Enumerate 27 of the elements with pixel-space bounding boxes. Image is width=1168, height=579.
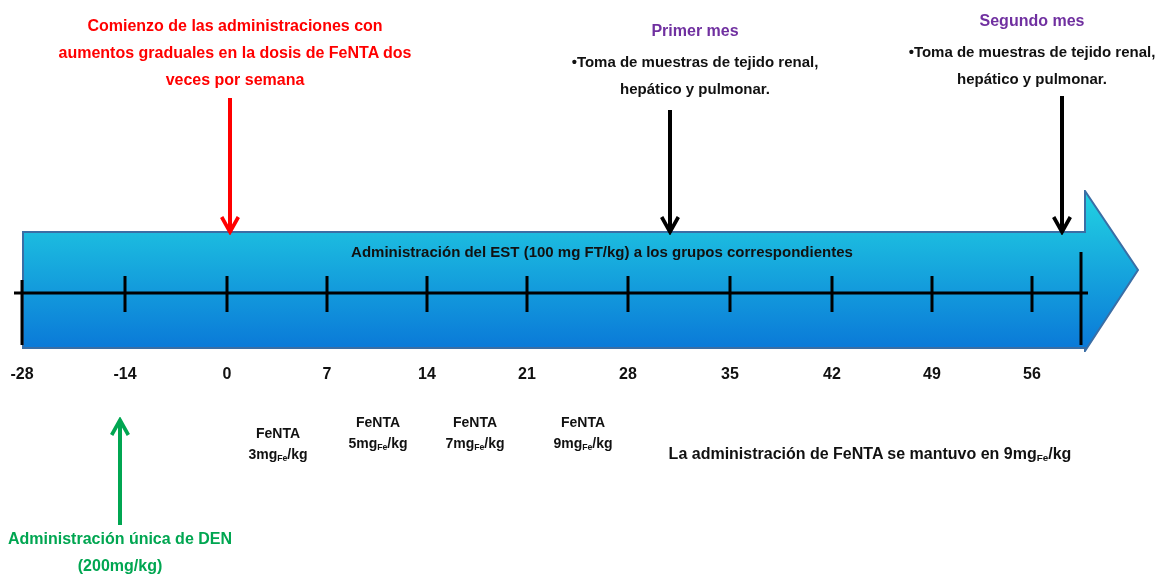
tick-label: 56: [1023, 364, 1041, 384]
dose-label: FeNTA 9mg$_{Fe}$/kg: [552, 413, 614, 454]
month-heading: Segundo mes: [979, 11, 1085, 31]
sampling-note: •Toma de muestras de tejido renal, hepático y pulmonar.: [570, 52, 820, 99]
sampling-note: •Toma de muestras de tejido renal, hepático y pulmonar.: [907, 42, 1157, 89]
dose-label: FeNTA 3mg$_{Fe}$/kg: [247, 424, 309, 465]
tick-label: 49: [923, 364, 941, 384]
month-heading: Primer mes: [651, 21, 739, 41]
tick-label: -28: [10, 364, 34, 384]
dose-label: FeNTA 7mg$_{Fe}$/kg: [444, 413, 506, 454]
tick-label: 14: [418, 364, 436, 384]
tick-label: 35: [721, 364, 739, 384]
arrow: [109, 418, 131, 525]
dose-label: FeNTA 5mg$_{Fe}$/kg: [347, 413, 409, 454]
tick-label: -14: [113, 364, 137, 384]
arrow: [1051, 96, 1073, 234]
band-text: Administración del EST (100 mg FT/kg) a los grupos correspondientes: [350, 242, 854, 262]
annotation-text: Comienzo de las administraciones con aumentos graduales en la dosis de FeNTA dos veces por semana: [57, 16, 413, 90]
tick-label: 21: [518, 364, 536, 384]
tick-label: 7: [322, 364, 332, 384]
tick-label: 28: [619, 364, 637, 384]
annotation-text: Administración única de DEN (200mg/kg): [6, 529, 233, 576]
arrow: [659, 110, 681, 234]
tick-label: 42: [823, 364, 841, 384]
arrow: [219, 98, 241, 234]
tick-label: 0: [222, 364, 232, 384]
note-text: La administración de FeNTA se mantuvo en 9mg$_{Fe}$/kg: [667, 444, 1073, 466]
